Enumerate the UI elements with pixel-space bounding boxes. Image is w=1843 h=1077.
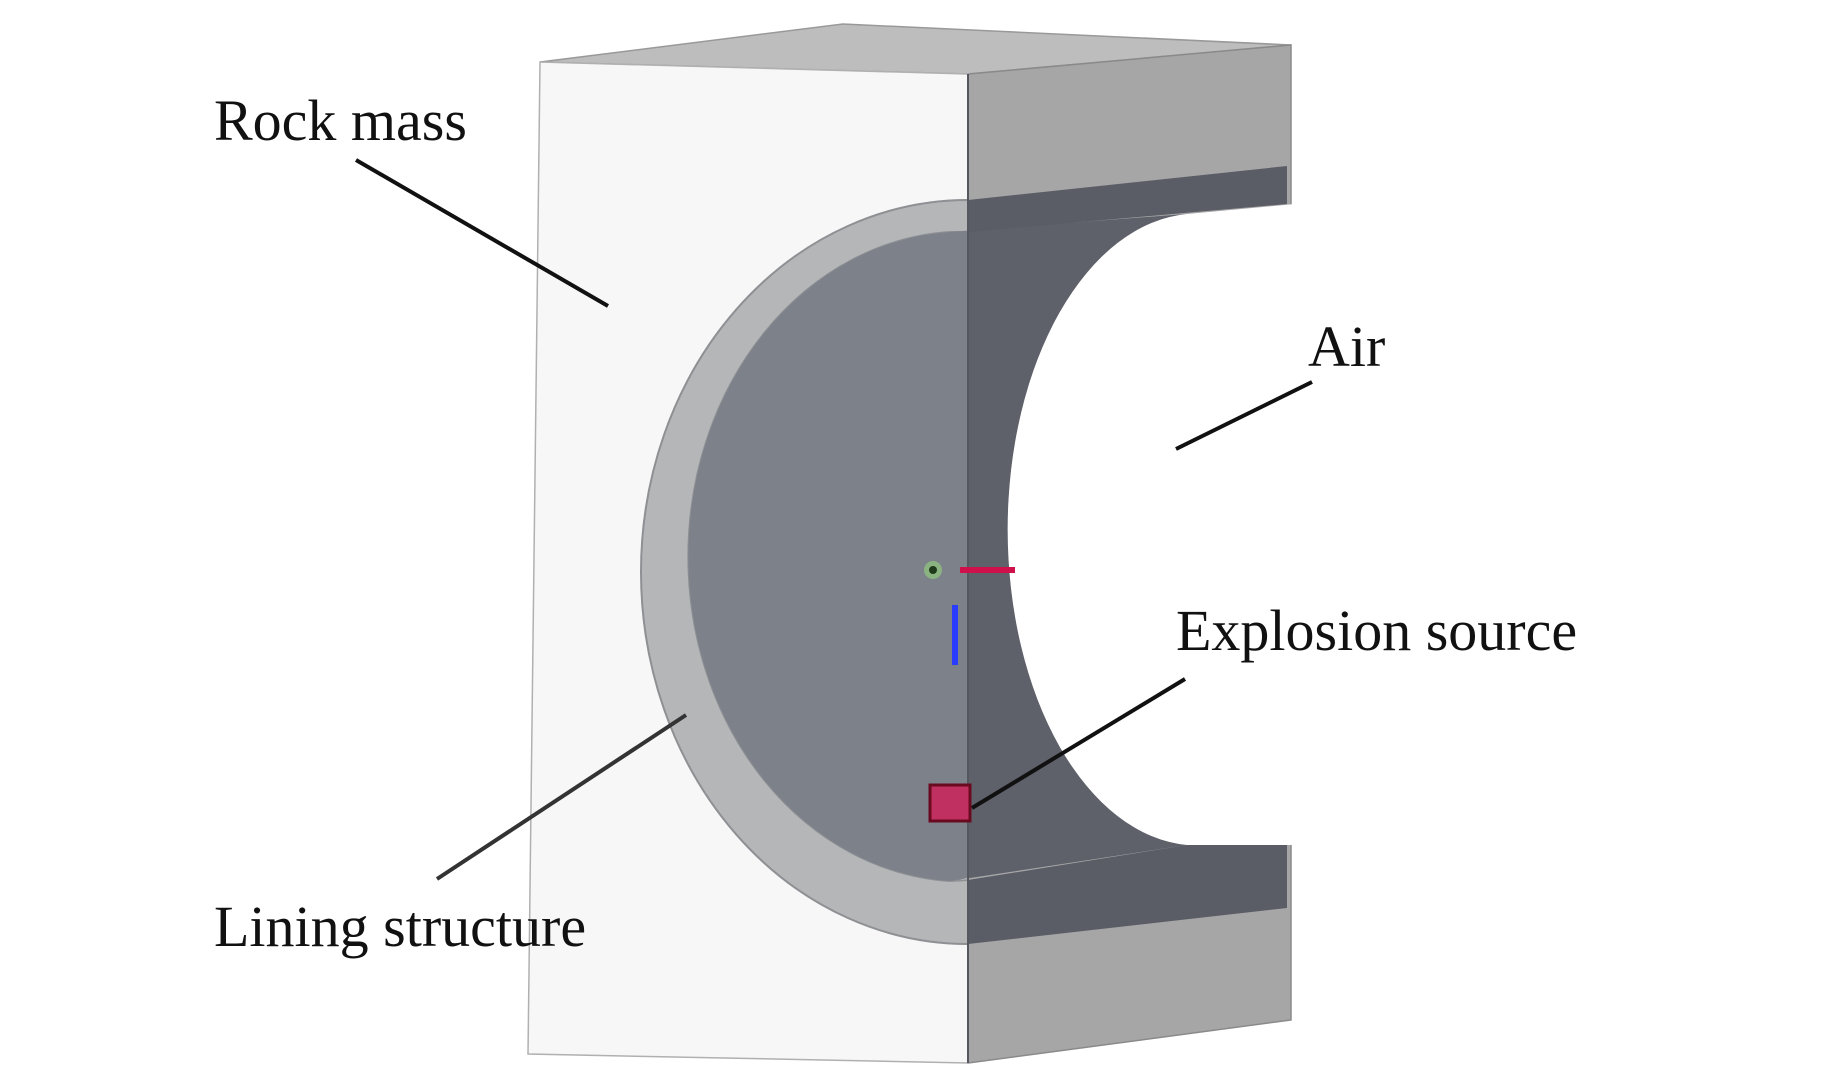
- lining-structure-label: Lining structure: [214, 894, 587, 959]
- air-label: Air: [1308, 314, 1386, 379]
- rock-mass-label: Rock mass: [214, 88, 467, 153]
- lining-structure-leader-line: [435, 713, 688, 881]
- lining-bottom-right: [968, 845, 1287, 944]
- axis-triad-icon: [924, 561, 1015, 665]
- air-leader-line: [1175, 380, 1313, 451]
- tunnel-surface-far: [968, 214, 1187, 879]
- air-region: [1007, 204, 1295, 845]
- explosion-source-marker: [928, 783, 972, 823]
- tunnel-surface: [688, 214, 1187, 881]
- rock-mass-leader-line: [354, 158, 610, 308]
- explosion-source-leader-line: [970, 677, 1187, 810]
- lining-side-right: [968, 166, 1287, 232]
- explosion-source-label: Explosion source: [1176, 598, 1578, 663]
